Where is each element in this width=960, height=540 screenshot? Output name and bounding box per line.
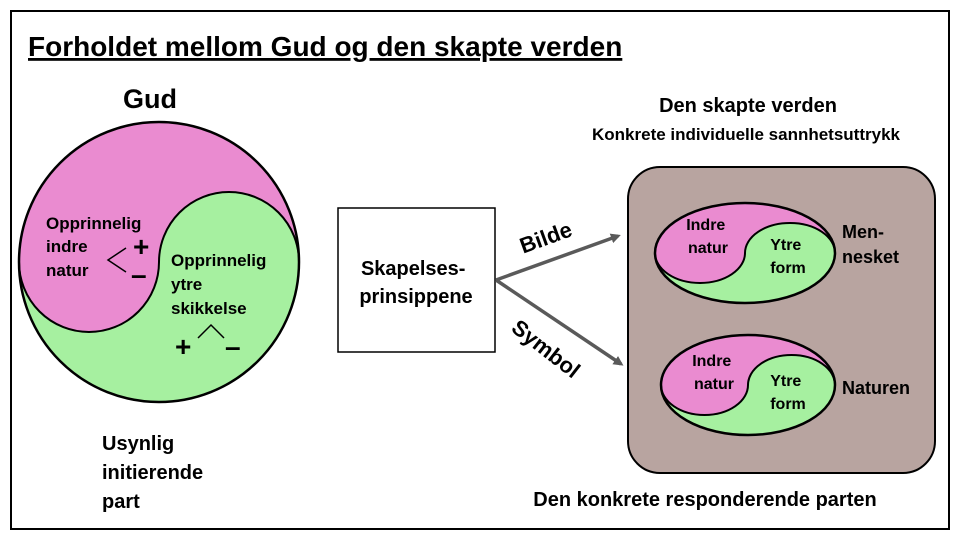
human-inner-text: Indre natur [686, 217, 730, 257]
god-outer-form-text: Opprinnelig ytre skikkelse [171, 251, 271, 318]
arrow-symbol [495, 278, 624, 366]
god-inner-nature-region [19, 122, 299, 332]
nature-outer-text: Ytre form [770, 373, 806, 413]
god-yin-yang [17, 120, 301, 404]
principles-box [337, 207, 496, 353]
god-caption-line: Usynlig [102, 433, 174, 455]
outer-bracket-icon [197, 323, 225, 339]
god-outer-line: Opprinnelig [171, 251, 266, 270]
human-yin-yang [653, 201, 837, 305]
created-world-heading: Den skapte verden [659, 95, 837, 117]
nature-inner-text: Indre natur [692, 353, 736, 393]
god-dividing-curve [18, 191, 300, 333]
nature-ellipse-outline [659, 333, 837, 437]
human-ellipse-outline [653, 201, 837, 305]
slide-title: Forholdet mellom Gud og den skapte verde… [28, 31, 622, 62]
nature-label: Naturen [842, 378, 910, 398]
god-label: Gud [123, 84, 177, 114]
god-caption-line: part [102, 491, 140, 513]
human-dividing-curve [654, 222, 836, 284]
inner-minus-icon: – [131, 259, 147, 290]
god-caption-line: initierende [102, 462, 203, 484]
god-circle-outline [17, 120, 301, 404]
nature-dividing-curve [660, 354, 836, 416]
principles-text: Skapelses- prinsippene [359, 258, 472, 308]
god-inner-line: Opprinnelig [46, 214, 141, 233]
god-inner-line: natur [46, 261, 89, 280]
god-caption: Usynlig initierende part [102, 433, 209, 513]
god-outer-line: ytre [171, 275, 202, 294]
inner-bracket-icon [106, 247, 127, 273]
responding-part-caption: Den konkrete responderende parten [533, 489, 876, 511]
god-inner-nature-text: Opprinnelig indre natur [46, 214, 146, 280]
created-world-subheading: Konkrete individuelle sannhetsuttrykk [592, 125, 901, 144]
nature-yin-yang [659, 333, 837, 437]
principles-line: Skapelses- [361, 258, 466, 280]
arrow-image [495, 233, 621, 282]
outer-minus-icon: – [225, 331, 241, 362]
human-inner-nature-region [655, 203, 835, 283]
outer-plus-icon: + [175, 331, 191, 362]
human-outer-text: Ytre form [770, 237, 806, 277]
principles-line: prinsippene [359, 286, 472, 308]
god-inner-line: indre [46, 237, 88, 256]
god-outer-line: skikkelse [171, 299, 247, 318]
human-label: Men- nesket [842, 222, 899, 267]
inner-plus-icon: + [133, 231, 149, 262]
